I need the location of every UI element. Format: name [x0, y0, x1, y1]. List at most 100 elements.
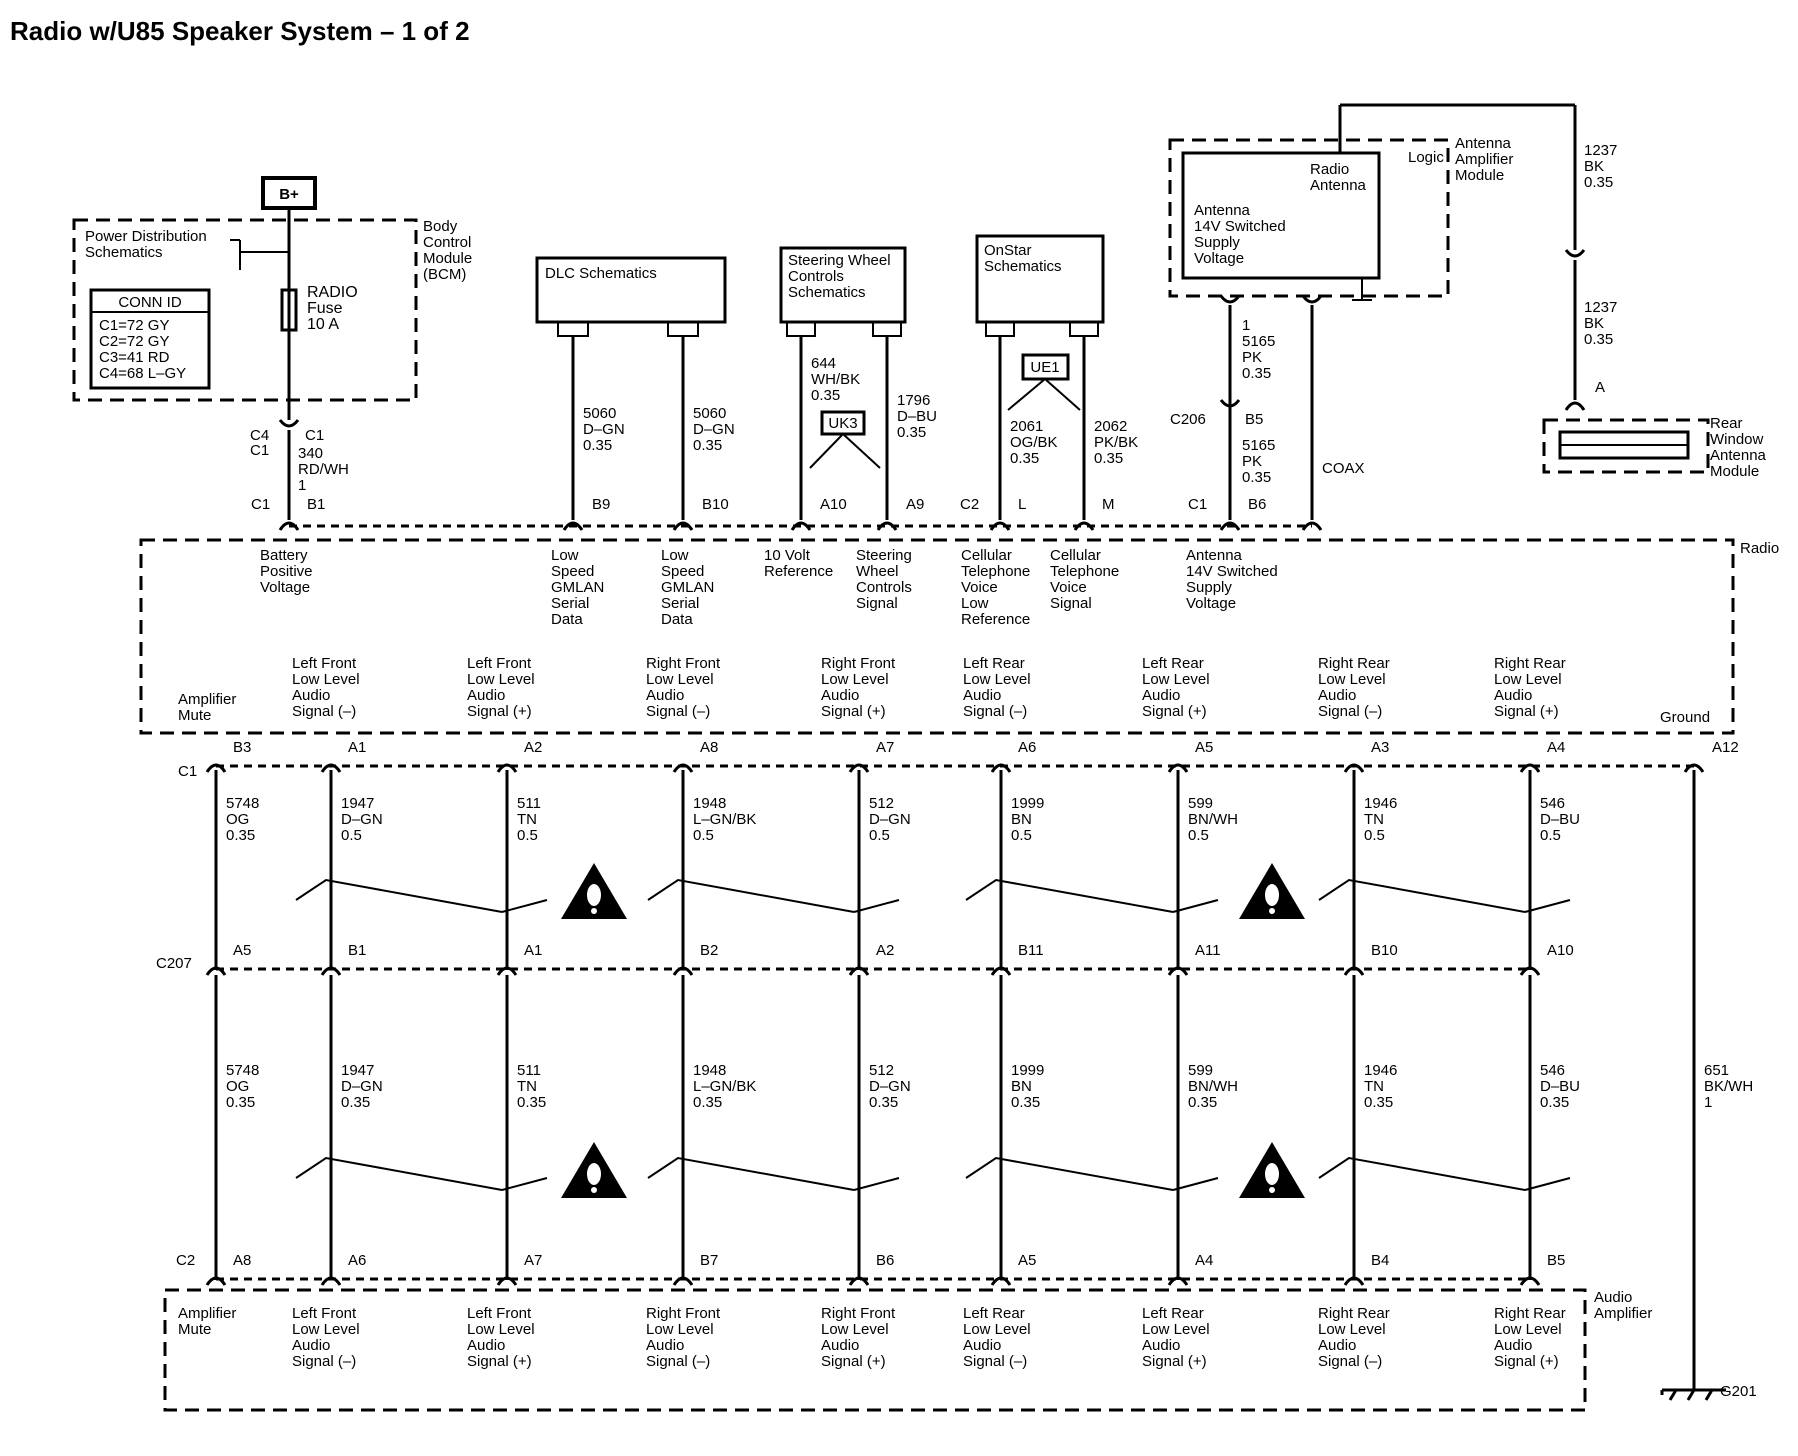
radio-bottom-pin-8: Signal (+) — [1494, 703, 1559, 720]
twisted-pair-mid-0 — [295, 878, 548, 913]
power-dist-label: Power Distribution — [85, 228, 207, 245]
amp-c2-row-pin-label-8: B5 — [1547, 1252, 1565, 1269]
twisted-pair-low-0 — [295, 1156, 548, 1191]
c206-connector — [1219, 399, 1241, 408]
radio-top-pin-7: Antenna — [1186, 547, 1243, 564]
logic-label: Logic — [1408, 149, 1444, 166]
radio-top-pin-0: Voltage — [260, 579, 310, 596]
radio-bottom-pin-5: Signal (–) — [963, 703, 1027, 720]
fuse-label: Fuse — [307, 300, 343, 317]
radio-top-pin-1: Speed — [551, 563, 594, 580]
ground-wire-label: BK/WH — [1704, 1078, 1753, 1095]
bcm-label: Body — [423, 218, 458, 235]
c207-row-pin-label-3: B2 — [700, 942, 718, 959]
warning-icon-4-mark — [1265, 1163, 1279, 1185]
warning-icon-1-dot — [591, 908, 597, 914]
twisted-pair-low-3 — [1318, 1156, 1571, 1191]
radio-top-pin-6: Voice — [1050, 579, 1087, 596]
radio-bottom-pin-3: Signal (–) — [646, 703, 710, 720]
wire-low-label-5: 1999 — [1011, 1062, 1044, 1079]
radio-bottom-pin-8: Audio — [1494, 687, 1532, 704]
conn-id-entry: C3=41 RD — [99, 349, 170, 366]
wire-mid-label-6: 0.5 — [1188, 827, 1209, 844]
wire-mid-label-8: 546 — [1540, 795, 1565, 812]
amp-pin-6: Low Level — [1142, 1321, 1210, 1338]
wire-5060-a-label: 0.35 — [583, 437, 612, 454]
dlc-box — [535, 256, 727, 324]
wire-low-label-8: D–BU — [1540, 1078, 1580, 1095]
radio-top-pin-4: Steering — [856, 547, 912, 564]
audio-amplifier-label: Audio — [1594, 1289, 1632, 1306]
rear-a-label: A — [1595, 379, 1605, 396]
radio-c1-row-pin-label-4: A7 — [876, 739, 894, 756]
c207-row-pin-label-6: A11 — [1195, 942, 1221, 959]
amp-pin-1: Low Level — [292, 1321, 360, 1338]
dlc-label: DLC Schematics — [545, 265, 657, 282]
warning-icon-2-dot — [1269, 908, 1275, 914]
rear-antenna-conn-a — [1564, 401, 1586, 411]
wire-1796-label: 1796 — [897, 392, 930, 409]
amp-pin-3: Signal (–) — [646, 1353, 710, 1370]
radio-top-pin-2: Speed — [661, 563, 704, 580]
amp-c2-row-pin-label-7: B4 — [1371, 1252, 1389, 1269]
wire-mid-label-4: 0.5 — [869, 827, 890, 844]
amp-c2-row-pin-label-5: A5 — [1018, 1252, 1036, 1269]
amp-c2-row-pin-label-2: A7 — [524, 1252, 542, 1269]
wire-1237-lower-label: 0.35 — [1584, 331, 1613, 348]
radio-bottom-pin-8: Right Rear — [1494, 655, 1566, 672]
wire-mid-label-7: 0.5 — [1364, 827, 1385, 844]
amp-pin-2: Left Front — [467, 1305, 532, 1322]
radio-bottom-pin-7: Signal (–) — [1318, 703, 1382, 720]
radio-top-pin-5: Telephone — [961, 563, 1030, 580]
c4-c1-label: C1 — [250, 442, 269, 459]
onstar-pin-left — [985, 321, 1015, 337]
wire-mid-label-3: L–GN/BK — [693, 811, 756, 828]
warning-icon-4-dot — [1269, 1187, 1275, 1193]
radio-c1-b1-pin — [278, 521, 300, 531]
radio-bottom-pin-5: Low Level — [963, 671, 1031, 688]
steering-box — [779, 246, 907, 324]
wire-low-label-0: 5748 — [226, 1062, 259, 1079]
radio-top-pin-1: Serial — [551, 595, 589, 612]
amp-pin-3: Low Level — [646, 1321, 714, 1338]
amp-pin-6: Audio — [1142, 1337, 1180, 1354]
radio-c1-row-pin-5 — [990, 763, 1012, 773]
warning-icon-1-mark — [587, 884, 601, 906]
wire-2061-label: 0.35 — [1010, 450, 1039, 467]
radio-bottom-pin-2: Audio — [467, 687, 505, 704]
radio-c1-row-pin-label-8: A4 — [1547, 739, 1565, 756]
radio-top-pin-2: GMLAN — [661, 579, 714, 596]
wire-low-label-8: 0.35 — [1540, 1094, 1569, 1111]
antenna-supply-label: Voltage — [1194, 250, 1244, 267]
onstar-box — [975, 234, 1105, 324]
radio-label: Radio — [1740, 540, 1779, 557]
radio-bottom-pin-0: Amplifier — [178, 691, 236, 708]
radio-c1-row-pin-label-6: A5 — [1195, 739, 1213, 756]
wire-low-label-1: 1947 — [341, 1062, 374, 1079]
wire-644-label: WH/BK — [811, 371, 860, 388]
wire-low-label-8: 546 — [1540, 1062, 1565, 1079]
radio-box — [139, 538, 1735, 735]
radio-bottom-pin-1: Signal (–) — [292, 703, 356, 720]
radio-bottom-pin-4: Right Front — [821, 655, 896, 672]
amp-pin-2: Low Level — [467, 1321, 535, 1338]
conn-id-entry: C4=68 L–GY — [99, 365, 186, 382]
wire-5060-b-label: 5060 — [693, 405, 726, 422]
c207-row-pin-label-5: B11 — [1018, 942, 1044, 959]
wire-2061-label: OG/BK — [1010, 434, 1058, 451]
radio-bottom-pin-4: Low Level — [821, 671, 889, 688]
radio-top-pin-2: Data — [661, 611, 693, 628]
warning-icon-2-mark — [1265, 884, 1279, 906]
radio-bottom-pin-6: Audio — [1142, 687, 1180, 704]
radio-top-pin-4: Wheel — [856, 563, 899, 580]
radio-c1-row-pin-1 — [320, 763, 342, 773]
c206-label: C206 — [1170, 411, 1206, 428]
amp-c2-row-pin-label-4: B6 — [876, 1252, 894, 1269]
wire-low-label-6: BN/WH — [1188, 1078, 1238, 1095]
radio-bottom-pin-8: Low Level — [1494, 671, 1562, 688]
amp-pin-1: Audio — [292, 1337, 330, 1354]
amp-pin-3: Audio — [646, 1337, 684, 1354]
steering-pin-left — [786, 321, 816, 337]
amp-pin-4: Right Front — [821, 1305, 896, 1322]
